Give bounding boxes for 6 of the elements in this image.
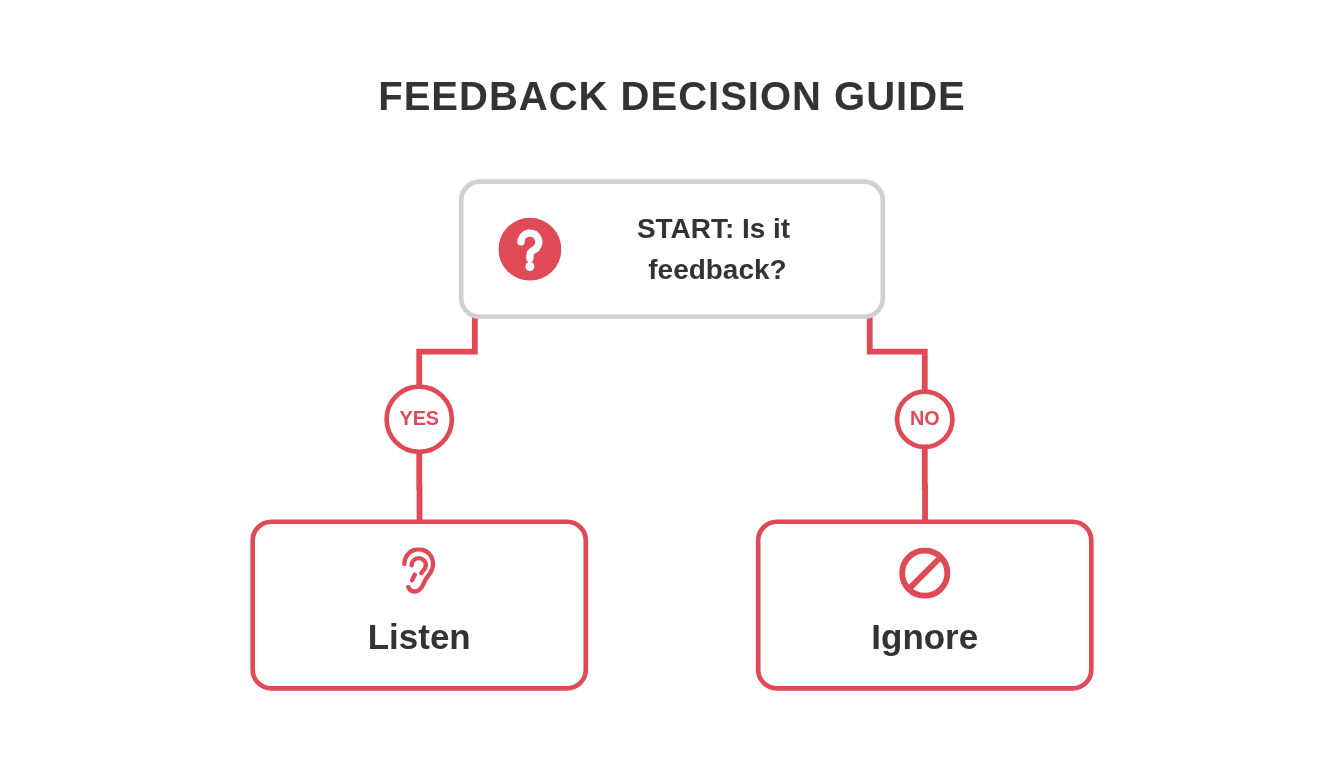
- node-box: Ignore: [755, 519, 1094, 691]
- node-box: Listen: [250, 519, 589, 691]
- node-box: START: Is it feedback?: [458, 179, 886, 320]
- node-circle: NO: [894, 389, 955, 450]
- diagram-title: FEEDBACK DECISION GUIDE: [378, 74, 966, 119]
- node-circle: YES: [384, 384, 455, 455]
